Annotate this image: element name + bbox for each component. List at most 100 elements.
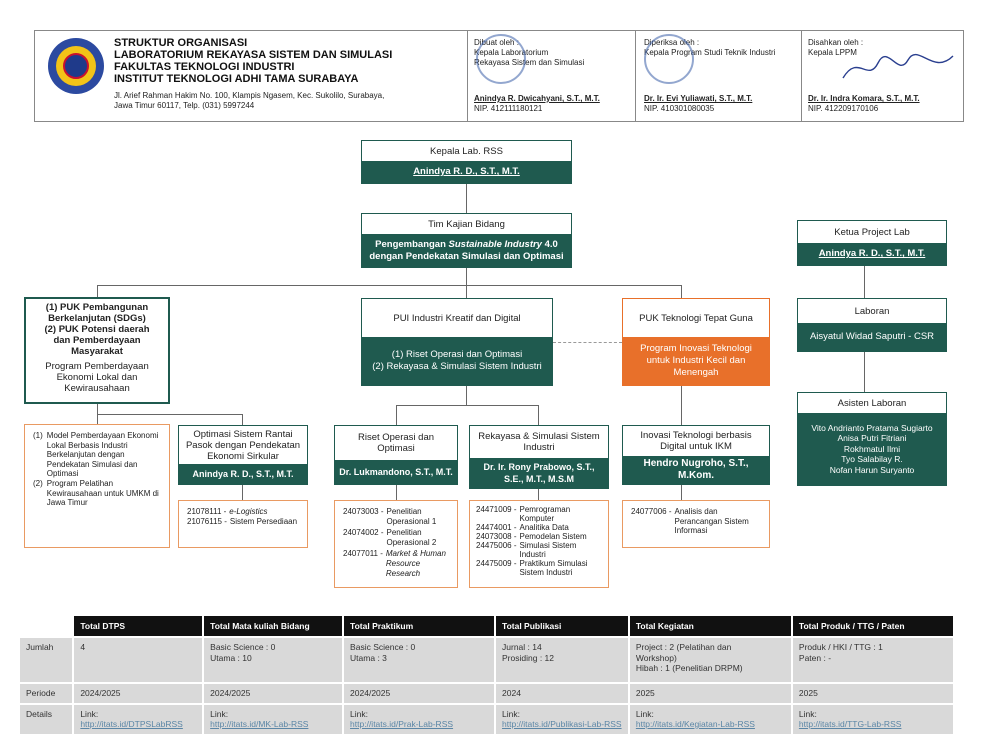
link-prefix: Link: [798,708,817,719]
header-divider [635,31,636,121]
node-kepala-lab: Kepala Lab. RSS Anindya R. D., S.T., M.T… [361,140,572,184]
dashed-connector [553,342,622,343]
node-name: Anindya R. D., S.T., M.T. [818,248,926,259]
signature-approved-by: Disahkan oleh : Kepala LPPM Dr. Ir. Indr… [808,38,958,114]
header-divider [467,31,468,121]
course-code: 24077006 - [631,507,672,516]
course-code: 24077011 - [343,549,383,559]
node-focus: Pengembangan Sustainable Industry 4.0 de… [362,234,571,267]
cell-line: Utama : 10 [210,652,252,663]
signer-name: Dr. Ir. Evi Yuliawati, S.T., M.T. [644,94,753,103]
program-text: Program Pelatihan Kewirausahaan untuk UM… [46,478,159,508]
sign-line: Rekayasa Sistem dan Simulasi [474,58,585,67]
course-code: 24073003 - [343,507,384,516]
link-prefix: Link: [350,708,369,719]
table-cell: Link:http://itats.id/Publikasi-Lab-RSS [496,704,628,734]
link-prefix: Link: [210,708,229,719]
course-name: Praktikum Simulasi Sistem Industri [519,559,588,577]
details-link[interactable]: http://itats.id/Publikasi-Lab-RSS [502,719,622,729]
cell-line: Project : 2 (Pelatihan dan [635,642,732,652]
node-title: Rekayasa & Simulasi Sistem Industri [478,431,600,453]
details-link[interactable]: http://itats.id/Prak-Lab-RSS [350,719,454,729]
row-label: Periode [20,684,73,703]
connector [681,285,682,298]
connector [681,484,682,500]
address-line: Jl. Arief Rahman Hakim No. 100, Klampis … [114,91,385,100]
document-header [34,30,964,122]
puk-sub-line: Program Pemberdayaan [45,361,149,372]
summary-header: Total Publikasi [496,616,628,636]
summary-header: Total Produk / TTG / Paten [792,616,953,636]
table-cell: 4 [74,638,203,682]
link-prefix: Link: [635,708,654,719]
details-link[interactable]: http://itats.id/MK-Lab-RSS [210,719,309,729]
details-link[interactable]: http://itats.id/DTPSLabRSS [80,719,183,729]
title-line: STRUKTUR ORGANISASI [114,37,248,49]
course-name: Market & Human Resource Research [385,549,446,578]
focus-text: dengan Pendekatan Simulasi dan Optimasi [369,250,564,262]
course-name: e-Logistics [229,507,268,516]
signer-name: Dr. Ir. Indra Komara, S.T., M.T. [808,94,920,103]
asisten-name: Rokhmatul Ilmi [843,443,901,454]
node-title: Asisten Laboran [837,397,907,409]
course-name: Pemodelan Sistem [519,532,587,541]
course-code: 21076115 - [187,516,227,526]
connector [681,386,682,425]
sign-line: Kepala LPPM [808,48,857,57]
asisten-list: Vito Andrianto Pratama Sugiarto Anisa Pu… [798,413,946,485]
cell-line: Hibah : 1 (Penelitian DRPM) [635,663,743,673]
signer-nip: NIP. 412111180121 [474,104,543,113]
node-riset-operasi: Riset Operasi dan Optimasi Dr. Lukmandon… [334,425,458,485]
cell-line: Basic Science : 0 [210,642,276,652]
puk-title-line: Berkelanjutan (SDGs) [48,313,146,324]
address-line: Jawa Timur 60117, Telp. (031) 5997244 [114,101,255,110]
asisten-name: Vito Andrianto Pratama Sugiarto [811,422,933,433]
node-optimasi-rantai-pasok: Optimasi Sistem Rantai Pasok dengan Pend… [178,425,308,485]
osrp-courses: 21078111 -e-Logistics 21076115 -Sistem P… [178,500,308,548]
node-title: Inovasi Teknologi berbasis Digital untuk… [640,430,752,452]
course-name: Analisis dan Perancangan Sistem Informas… [674,507,749,536]
pui-item: (2) Rekayasa & Simulasi Sistem Industri [372,361,542,372]
cell-line: Jurnal : 14 [502,642,542,652]
connector [396,405,397,425]
asisten-name: Nofan Harun Suryanto [829,464,915,475]
connector [864,266,865,298]
connector [396,484,397,500]
puk-title-line: (2) PUK Potensi daerah [44,324,150,335]
node-name: Anindya R. D., S.T., M.T. [179,464,307,484]
signer-nip: NIP. 412209170106 [808,104,879,113]
course-name: Simulasi Sistem Industri [519,541,577,559]
connector [242,414,243,425]
header-address: Jl. Arief Rahman Hakim No. 100, Klampis … [114,91,464,111]
node-name: Dr. Lukmandono, S.T., M.T. [335,460,457,484]
cell-line: Paten : - [798,652,832,663]
pui-item: (1) Riset Operasi dan Optimasi [391,349,523,360]
node-title: Laboran [854,305,890,317]
signature-made-by: Dibuat oleh : Kepala Laboratorium Rekaya… [474,34,624,114]
node-ketua-project: Ketua Project Lab Anindya R. D., S.T., M… [797,220,947,266]
sign-line: Kepala Program Studi Teknik Industri [644,48,776,57]
table-cell: 2024 [496,684,628,703]
node-title: Riset Operasi dan Optimasi [357,432,435,454]
details-link[interactable]: http://itats.id/Kegiatan-Lab-RSS [635,719,755,729]
stamp-seal [644,34,694,84]
program-num: (1) [33,431,43,440]
summary-header: Total Mata kuliah Bidang [204,616,343,636]
connector [466,268,467,298]
table-cell: Link:http://itats.id/Kegiatan-Lab-RSS [629,704,791,734]
puk-sub-line: Ekonomi Lokal dan [56,372,138,383]
details-link[interactable]: http://itats.id/TTG-Lab-RSS [798,719,902,729]
header-divider [801,31,802,121]
puk-sub-line: Kewirausahaan [64,383,130,394]
node-rekayasa-simulasi: Rekayasa & Simulasi Sistem Industri Dr. … [469,425,609,489]
focus-text: 4.0 [541,238,558,250]
course-name: Sistem Persediaan [229,516,298,526]
puk-sdgs-programs: (1)Model Pemberdayaan Ekonomi Lokal Berb… [24,424,170,548]
table-row: Details Link:http://itats.id/DTPSLabRSS … [20,704,953,734]
course-code: 24474001 - [476,523,517,532]
